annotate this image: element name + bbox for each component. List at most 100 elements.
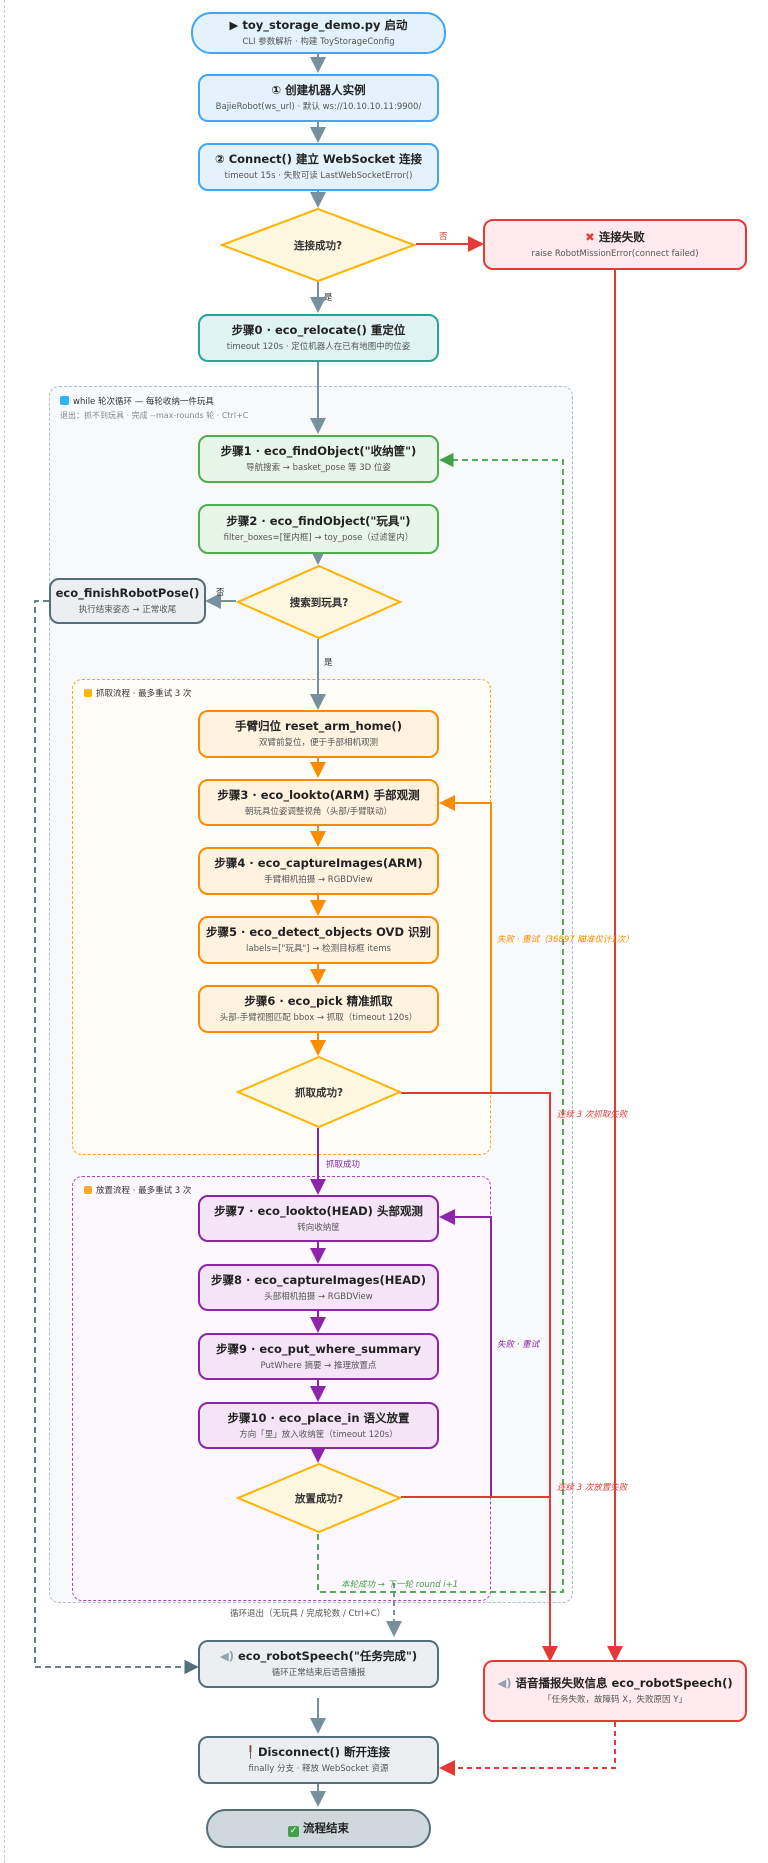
arm-home-title: 手臂归位 reset_arm_home() [235,719,402,733]
decision-place-ok[interactable]: 放置成功? [236,1462,402,1534]
edge-next-round [317,452,564,1593]
capture-head-node[interactable]: 步骤8 · eco_captureImages(HEAD) 头部相机拍摄 → R… [198,1264,439,1311]
detect-node[interactable]: 步骤5 · eco_detect_objects OVD 识别 labels=[… [198,916,439,964]
arm-home-node[interactable]: 手臂归位 reset_arm_home() 双臂前复位，便于手部相机观测 [198,710,439,758]
decision-toy-found-label: 搜索到玩具? [289,596,349,609]
start-node[interactable]: ▶ toy_storage_demo.py 启动 CLI 参数解析 · 构建 T… [191,12,446,54]
lookto-arm-node[interactable]: 步骤3 · eco_lookto(ARM) 手部观测 朝玩具位姿调整视角（头部/… [198,779,439,826]
connect-sub: timeout 15s · 失败可读 LastWebSocketError() [224,171,413,181]
edge-label-yes2: 是 [324,658,333,668]
create-robot-node[interactable]: ① 创建机器人实例 BajieRobot(ws_url) · 默认 ws://1… [198,74,439,122]
find-toy-title: 步骤2 · eco_findObject("玩具") [226,514,411,528]
connect-fail-sub: raise RobotMissionError(connect failed) [531,248,699,259]
decision-connected-label: 连接成功? [293,239,343,252]
find-toy-node[interactable]: 步骤2 · eco_findObject("玩具") filter_boxes=… [198,504,439,554]
speech-fail-sub: 「任务失败，故障码 X，失败原因 Y」 [543,1695,687,1705]
decision-grab-ok[interactable]: 抓取成功? [236,1055,402,1129]
lookto-arm-sub: 朝玩具位姿调整视角（头部/手臂联动） [244,806,393,817]
capture-head-title: 步骤8 · eco_captureImages(HEAD) [211,1272,426,1287]
lookto-head-node[interactable]: 步骤7 · eco_lookto(HEAD) 头部观测 转向收纳筐 [198,1195,439,1242]
start-title: toy_storage_demo.py 启动 [242,18,408,32]
find-toy-sub: filter_boxes=[筐内框] → toy_pose（过滤筐内） [223,533,414,543]
loop-icon [60,396,69,405]
pick-node[interactable]: 步骤6 · eco_pick 精准抓取 头部-手臂视图匹配 bbox → 抓取（… [198,985,439,1033]
find-basket-sub: 导航搜索 → basket_pose 等 3D 位姿 [246,463,391,473]
edge-label-no: 否 [439,232,448,242]
finish-pose-node[interactable]: eco_finishRobotPose() 执行结束姿态 → 正常收尾 [49,578,206,624]
edge-label-place-fail3: 连续 3 次放置失败 [557,1483,628,1493]
capture-arm-title: 步骤4 · eco_captureImages(ARM) [214,856,423,870]
diamond-shape [236,564,402,640]
relocate-node[interactable]: 步骤0 · eco_relocate() 重定位 timeout 120s · … [198,314,439,362]
speech-fail-node[interactable]: ◀) 语音播报失败信息 eco_robotSpeech() 「任务失败，故障码 … [483,1660,747,1722]
decision-place-ok-label: 放置成功? [294,1492,344,1505]
place-in-title: 步骤10 · eco_place_in 语义放置 [227,1410,410,1425]
edge-label-place-retry: 失败 · 重试 [497,1340,540,1350]
detect-title: 步骤5 · eco_detect_objects OVD 识别 [206,925,431,939]
lookto-head-sub: 转向收纳筐 [297,1222,340,1233]
lock-icon [84,689,92,697]
box-icon [84,1186,92,1194]
decision-connected[interactable]: 连接成功? [220,207,416,283]
connect-node[interactable]: ② Connect() 建立 WebSocket 连接 timeout 15s … [198,143,439,191]
relocate-title: 步骤0 · eco_relocate() 重定位 [231,323,406,337]
pick-title: 步骤6 · eco_pick 精准抓取 [244,994,393,1008]
decision-grab-ok-label: 抓取成功? [294,1086,344,1099]
speech-done-title: eco_robotSpeech("任务完成") [238,1649,418,1663]
capture-arm-node[interactable]: 步骤4 · eco_captureImages(ARM) 手臂相机拍摄 → RG… [198,847,439,895]
finish-pose-sub: 执行结束姿态 → 正常收尾 [78,605,177,615]
edge-label-grab-fail3: 连续 3 次抓取失败 [557,1110,628,1120]
diamond-shape [236,1462,402,1534]
pick-sub: 头部-手臂视图匹配 bbox → 抓取（timeout 120s） [219,1013,418,1023]
place-in-node[interactable]: 步骤10 · eco_place_in 语义放置 方向「里」放入收纳筐（time… [198,1402,439,1449]
create-sub: BajieRobot(ws_url) · 默认 ws://10.10.10.11… [215,102,422,112]
put-where-title: 步骤9 · eco_put_where_summary [215,1341,422,1356]
edge-label-loop-exit: 循环退出（无玩具 / 完成轮数 / Ctrl+C） [230,1609,386,1619]
play-icon: ▶ [229,18,243,32]
speech-done-node[interactable]: ◀) eco_robotSpeech("任务完成") 循环正常结束后语音播报 [198,1640,439,1688]
diamond-shape [220,207,416,283]
edge-label-grab-retry: 失败 · 重试（36897 瞄准仅计1次） [497,935,634,945]
plug-icon: ╿ [247,1745,258,1759]
edge-label-no2: 否 [216,588,225,598]
arm-home-sub: 双臂前复位，便于手部相机观测 [258,738,378,748]
put-where-node[interactable]: 步骤9 · eco_put_where_summary PutWhere 摘要 … [198,1333,439,1380]
edge-speech-fail-disconnect [439,1722,616,1776]
find-basket-title: 步骤1 · eco_findObject("收纳筐") [220,444,417,458]
loop-label-text: while 轮次循环 — 每轮收纳一件玩具 [73,397,214,407]
capture-head-sub: 头部相机拍摄 → RGBDView [264,1291,373,1302]
grab-label-text: 抓取流程 · 最多重试 3 次 [96,689,192,699]
relocate-sub: timeout 120s · 定位机器人在已有地图中的位姿 [226,342,411,352]
edge-finish-speech [34,600,199,1675]
edge-label-next-round: 本轮成功 → 下一轮 round i+1 [341,1580,459,1590]
edge-label-yes: 是 [324,293,333,303]
speech-fail-title: 语音播报失败信息 eco_robotSpeech() [515,1676,733,1690]
edge-grab-fail3 [401,1092,558,1662]
place-group [72,1176,491,1601]
end-node[interactable]: ✓ 流程结束 [206,1809,431,1848]
connect-title: ② Connect() 建立 WebSocket 连接 [214,152,423,166]
place-group-label: 放置流程 · 最多重试 3 次 [84,1184,191,1196]
check-icon: ✓ [287,1825,299,1837]
decision-toy-found[interactable]: 搜索到玩具? [236,564,402,640]
find-basket-node[interactable]: 步骤1 · eco_findObject("收纳筐") 导航搜索 → baske… [198,435,439,483]
connect-fail-node[interactable]: ✖ 连接失败 raise RobotMissionError(connect f… [483,219,747,270]
speaker-icon: ◀) [219,1649,238,1663]
lookto-head-title: 步骤7 · eco_lookto(HEAD) 头部观测 [214,1203,423,1218]
place-in-sub: 方向「里」放入收纳筐（timeout 120s） [239,1429,398,1440]
loop-group-sub: 退出：抓不到玩具 · 完成 --max-rounds 轮 · Ctrl+C [60,411,249,420]
cross-icon: ✖ [585,229,599,244]
disconnect-node[interactable]: ╿ Disconnect() 断开连接 finally 分支 · 释放 WebS… [198,1736,439,1784]
speaker-icon: ◀) [497,1676,516,1690]
disconnect-sub: finally 分支 · 释放 WebSocket 资源 [248,1764,389,1774]
create-title: ① 创建机器人实例 [271,83,366,97]
connect-fail-title: 连接失败 [598,229,645,244]
place-label-text: 放置流程 · 最多重试 3 次 [96,1186,192,1196]
detect-sub: labels=["玩具"] → 检测目标框 items [246,944,391,954]
grab-group-label: 抓取流程 · 最多重试 3 次 [84,687,191,699]
diamond-shape [236,1055,402,1129]
put-where-sub: PutWhere 摘要 → 推理放置点 [260,1360,377,1371]
end-title: 流程结束 [303,1820,349,1835]
